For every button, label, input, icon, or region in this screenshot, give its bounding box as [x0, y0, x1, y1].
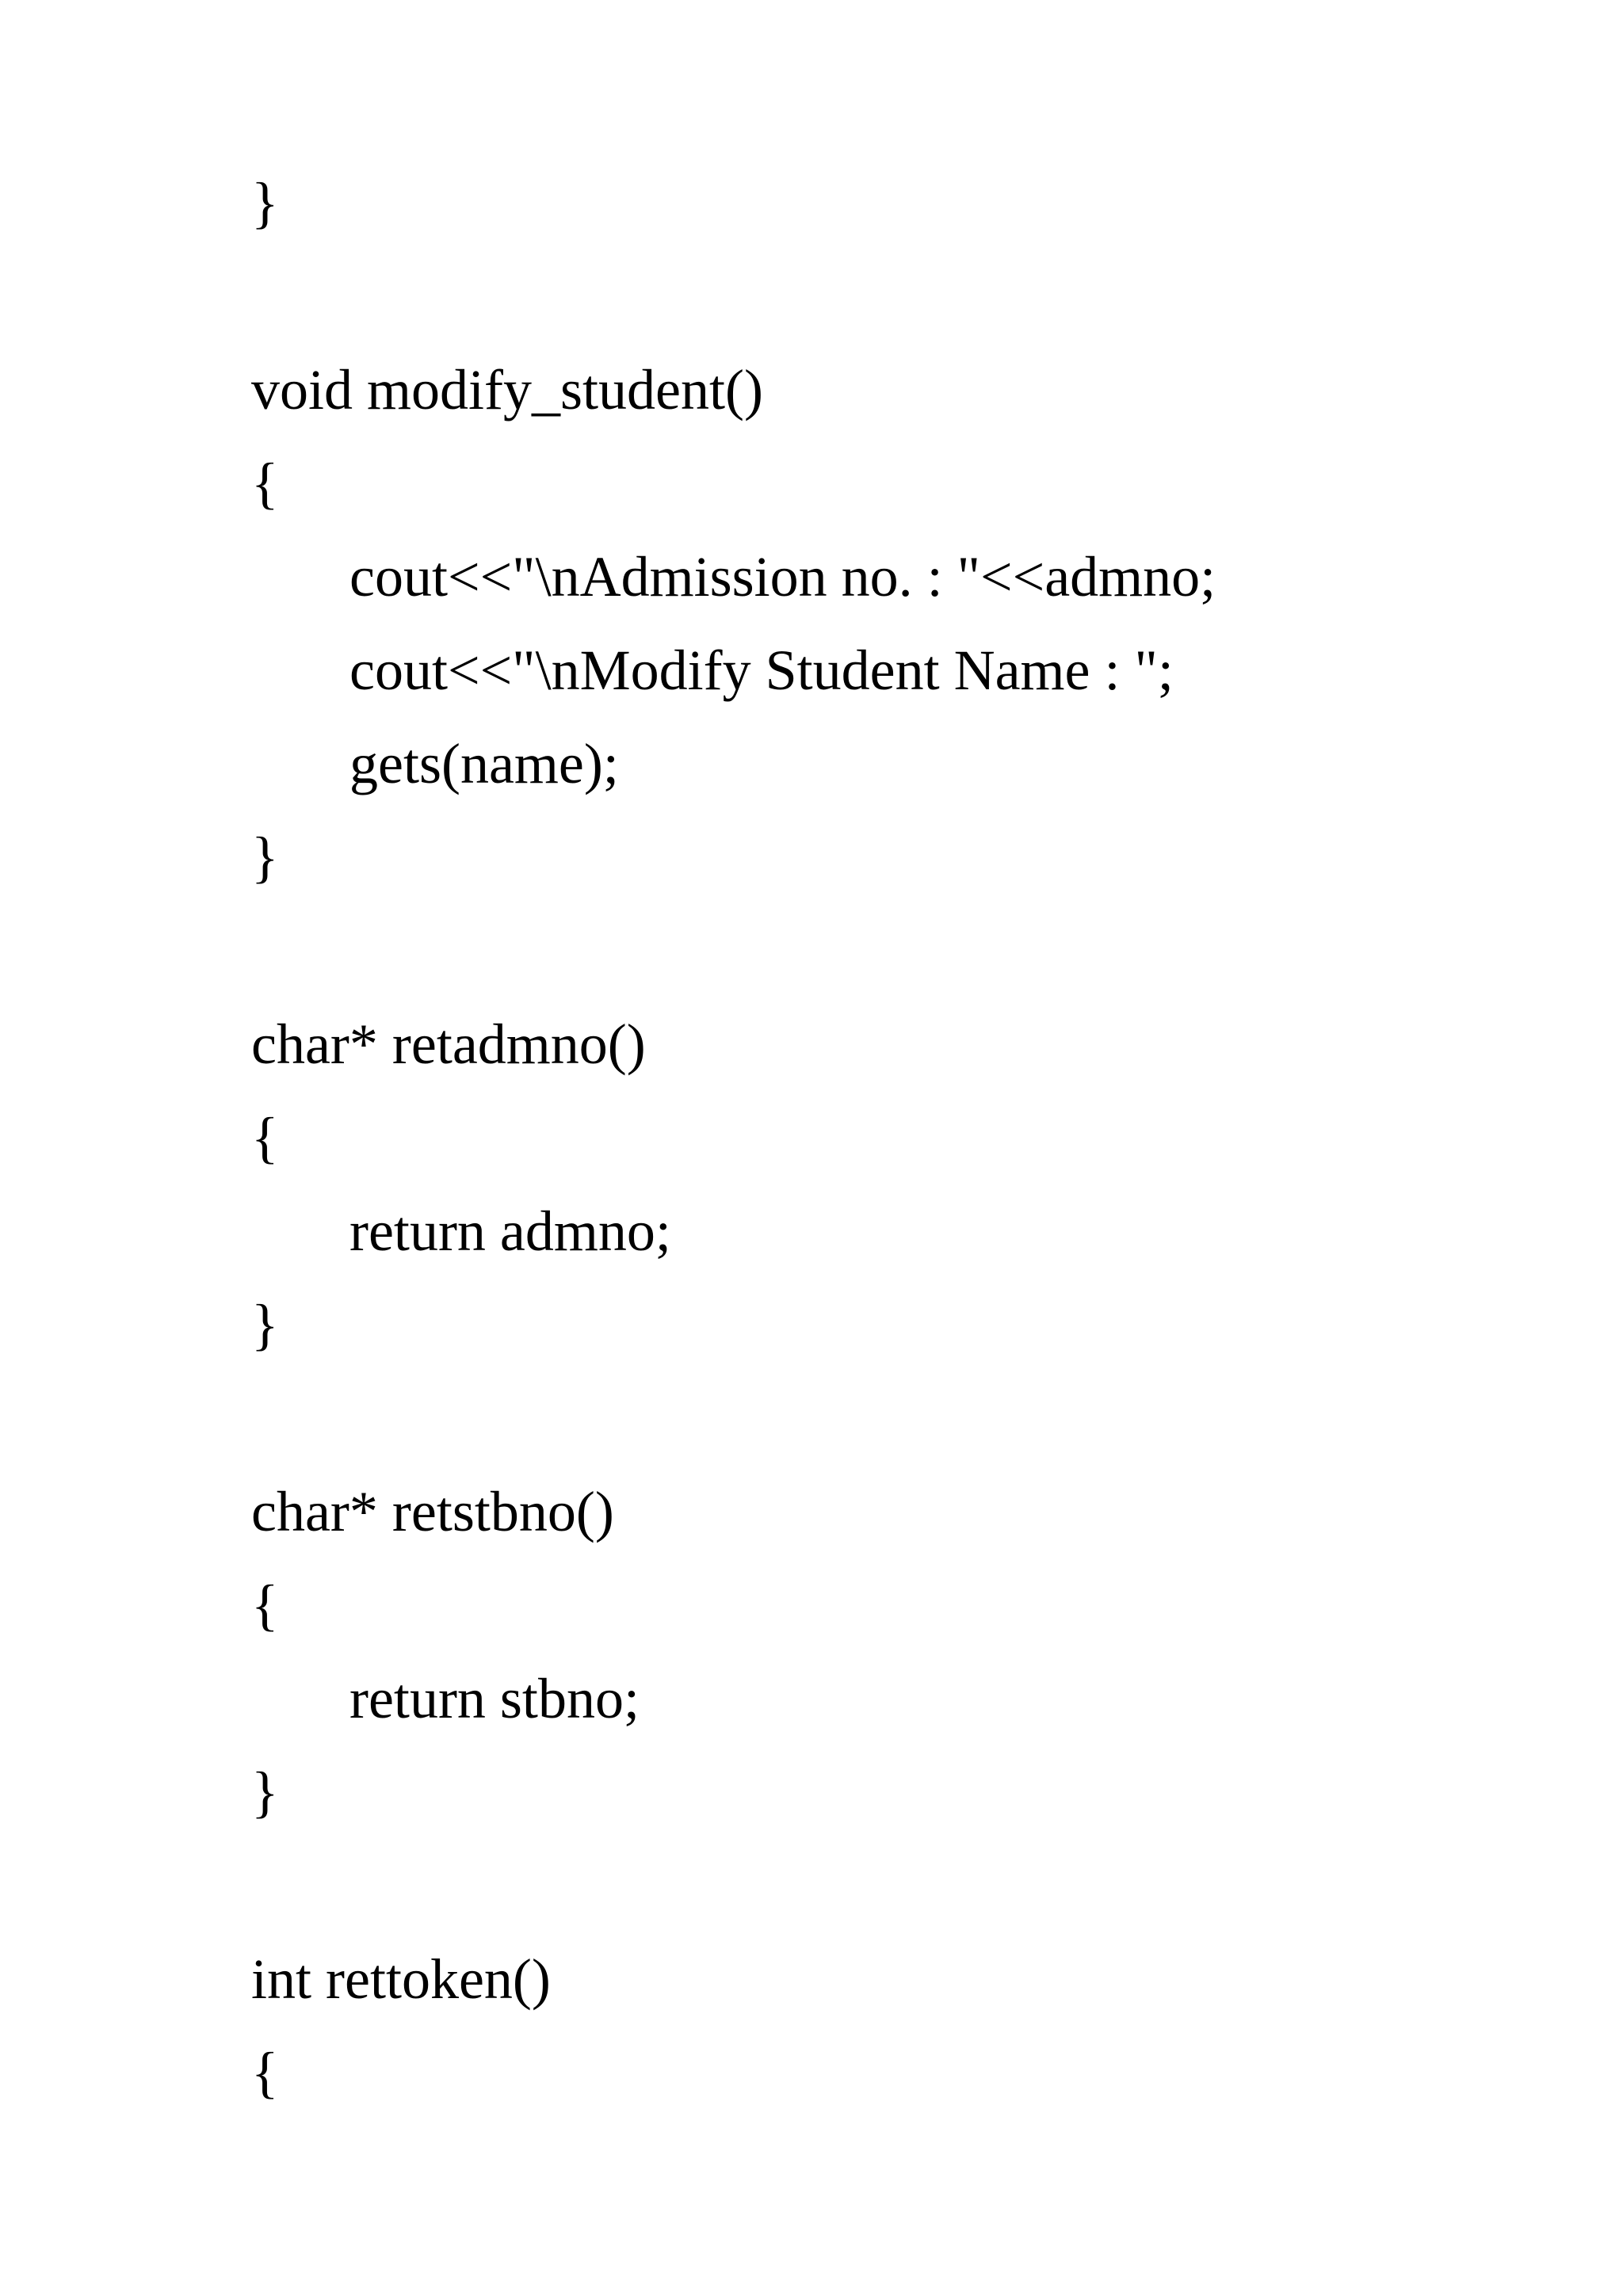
code-line: char* retstbno(): [251, 1480, 614, 1543]
code-block: } void modify_student() { cout<<"\nAdmissi…: [0, 171, 1623, 2104]
code-line: {: [251, 2041, 279, 2104]
code-line: return stbno;: [349, 1667, 640, 1730]
code-line: {: [251, 452, 279, 515]
blank-line: [0, 1371, 1623, 1465]
code-line: void modify_student(): [251, 358, 763, 421]
code-line: char* retadmno(): [251, 1013, 646, 1076]
code-line: {: [251, 1573, 279, 1637]
code-line: cout<<"\nAdmission no. : "<<admno;: [349, 545, 1216, 608]
blank-line: [0, 1839, 1623, 1932]
code-line: gets(name);: [349, 732, 619, 795]
blank-line: [0, 904, 1623, 997]
code-line: }: [251, 1293, 279, 1356]
code-line: }: [251, 1760, 279, 1824]
code-line: return admno;: [349, 1199, 671, 1263]
code-line: {: [251, 1106, 279, 1169]
code-line: cout<<"\nModify Student Name : ";: [349, 639, 1174, 702]
code-line: }: [251, 826, 279, 889]
code-line: }: [251, 171, 279, 235]
code-line: int rettoken(): [251, 1947, 551, 2011]
blank-line: [0, 250, 1623, 343]
